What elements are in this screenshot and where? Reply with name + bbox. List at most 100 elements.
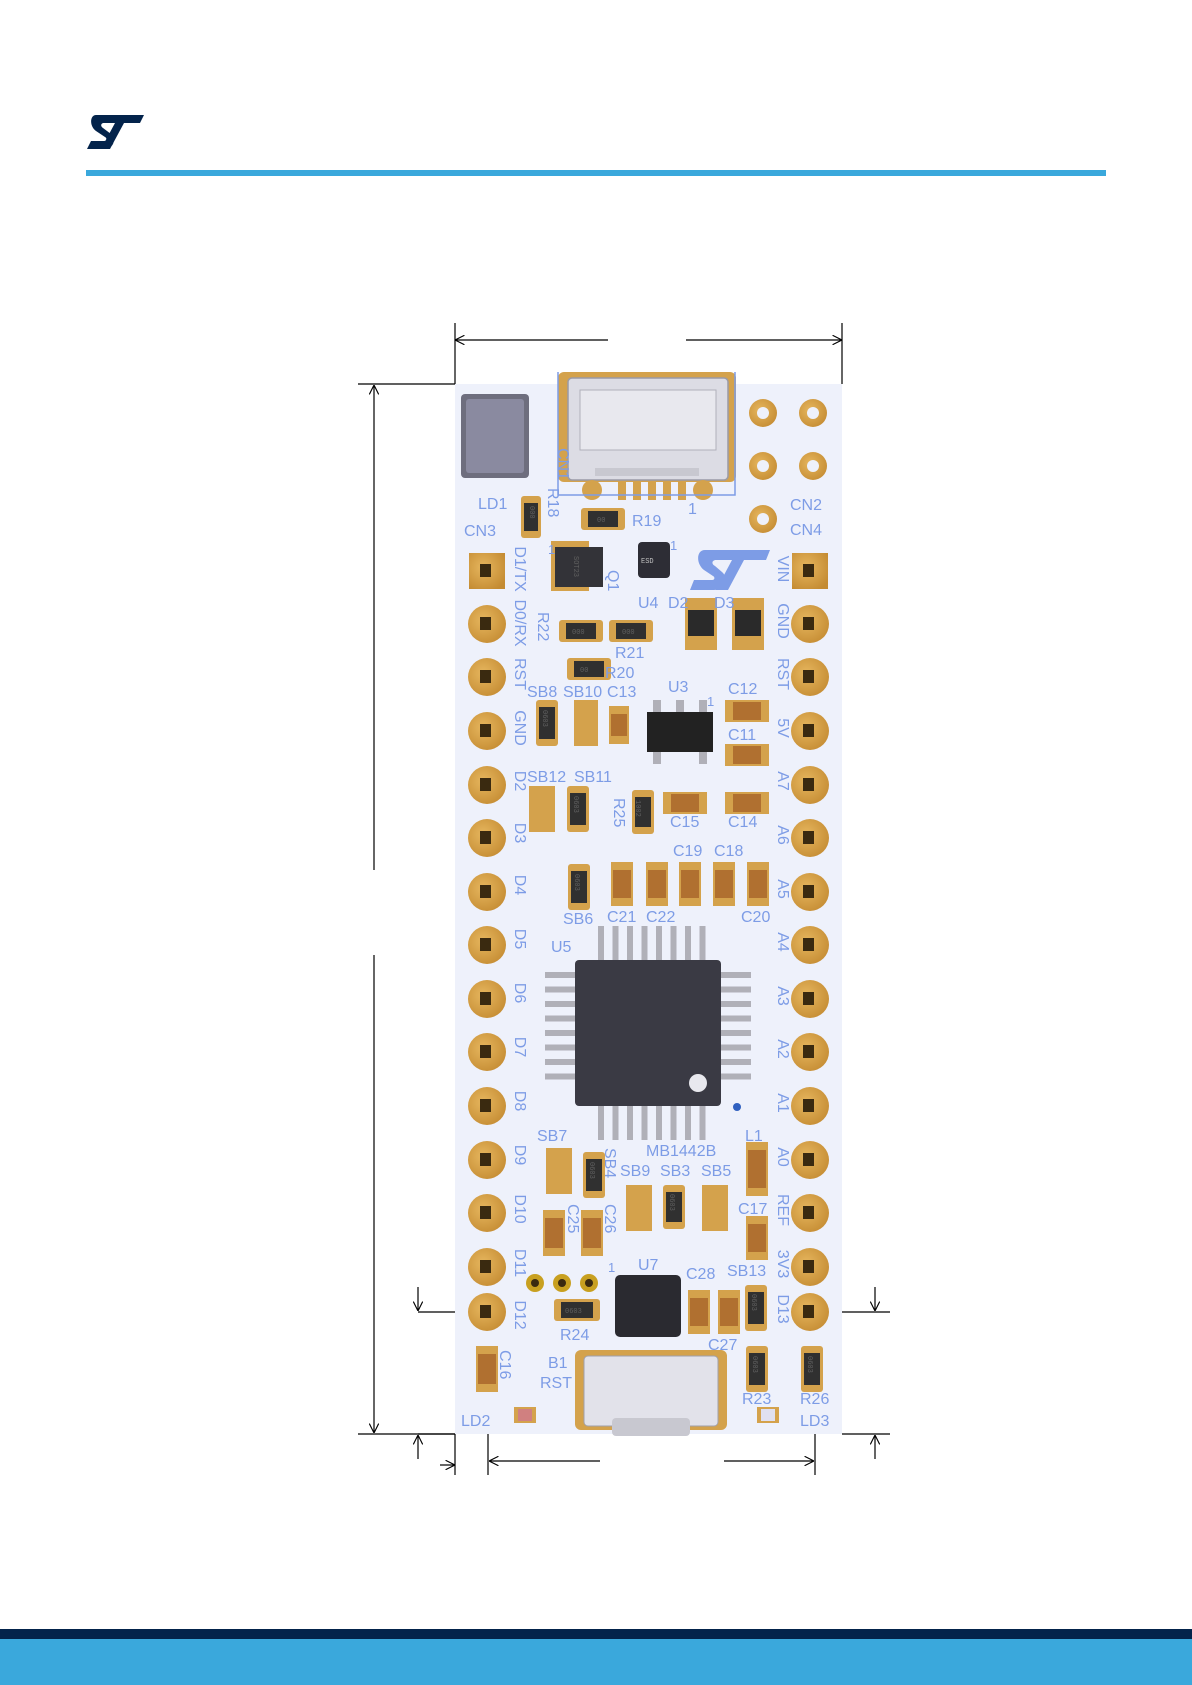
label-LD3: LD3 <box>800 1413 829 1430</box>
right-pin-pad <box>791 1033 829 1071</box>
mcu-lead <box>721 1059 751 1065</box>
mcu-u5 <box>545 926 751 1140</box>
board-name: MB1442B <box>646 1143 716 1160</box>
mark-R18: 000 <box>527 506 535 519</box>
mcu-lead <box>545 1015 575 1022</box>
regulator-u3 <box>653 700 707 764</box>
label-C26: C26 <box>601 1204 618 1233</box>
mcu-lead <box>670 926 677 960</box>
mcu-lead <box>699 926 706 960</box>
label-U7: U7 <box>638 1257 659 1274</box>
label-SB9: SB9 <box>620 1163 650 1180</box>
label-R22: R22 <box>534 612 551 641</box>
left-pin-pad <box>468 766 506 804</box>
mark-SB13: 0603 <box>749 1294 757 1311</box>
mcu-lead <box>545 972 575 978</box>
left-pin-pad <box>468 980 506 1018</box>
label-R18: R18 <box>544 488 561 517</box>
label-U5: U5 <box>551 939 572 956</box>
label-C20: C20 <box>741 909 770 926</box>
label-SB3: SB3 <box>660 1163 690 1180</box>
label-R20: R20 <box>605 665 634 682</box>
mcu-lead <box>598 926 604 960</box>
label-LD2: LD2 <box>461 1413 490 1430</box>
mcu-lead <box>612 1106 619 1140</box>
left-pin-pad <box>468 605 506 643</box>
left-pin-pad <box>468 1194 506 1232</box>
left-pin-label: D4 <box>511 875 528 896</box>
pin1-marker-u4: 1 <box>670 538 677 553</box>
part-markings: 000 00 00 000 000 SOT23 ESD 0603 0603 10… <box>527 506 813 1373</box>
right-pin-pad <box>791 1293 829 1331</box>
left-pin-label: D2 <box>511 771 528 792</box>
left-pin-pad <box>468 1033 506 1071</box>
right-pin-label: A6 <box>774 825 791 845</box>
label-U3: U3 <box>668 679 689 696</box>
mcu-lead <box>721 972 751 978</box>
mcu-lead <box>685 926 691 960</box>
mark-R19: 00 <box>597 517 605 525</box>
mcu-lead <box>641 1106 648 1140</box>
right-pin-label: 3V3 <box>774 1250 791 1279</box>
mark-SB4: 0603 <box>587 1162 595 1179</box>
header-rule <box>86 170 1106 176</box>
cn4-label: CN4 <box>790 522 822 539</box>
dimension-lines <box>358 323 890 1475</box>
label-R25: R25 <box>610 798 627 827</box>
st-logo <box>87 115 144 149</box>
cn1-label: CN1 <box>554 448 571 480</box>
left-pin-pad <box>468 712 506 750</box>
footer-dark-stripe <box>0 1629 1192 1639</box>
right-header-pads <box>791 553 829 1331</box>
mcu-lead <box>721 1073 751 1080</box>
left-pin-pad <box>468 1293 506 1331</box>
mark-SB8: 0603 <box>540 710 548 727</box>
label-C21: C21 <box>607 909 636 926</box>
left-pin-label: D12 <box>511 1300 528 1329</box>
label-C25: C25 <box>564 1204 581 1233</box>
label-R26: R26 <box>800 1391 829 1408</box>
reset-button <box>575 1350 727 1436</box>
label-C22: C22 <box>646 909 675 926</box>
mark-SB11: 0603 <box>571 796 579 813</box>
label-C11: C11 <box>728 727 756 744</box>
pin1-marker-u3: 1 <box>707 694 714 709</box>
left-pin-label: D3 <box>511 823 528 844</box>
label-SB7: SB7 <box>537 1128 567 1145</box>
label-SB8: SB8 <box>527 684 557 701</box>
label-C16: C16 <box>496 1350 513 1379</box>
mcu-lead <box>598 1106 604 1140</box>
right-pin-label: A0 <box>774 1147 791 1167</box>
mcu-lead <box>627 1106 633 1140</box>
right-pin-label: 5V <box>774 718 791 738</box>
mcu-lead <box>721 1015 751 1022</box>
mcu-lead <box>721 986 751 993</box>
right-pin-pad <box>791 1248 829 1286</box>
pin1-marker-u7: 1 <box>608 1260 615 1275</box>
mark-SB6: 0603 <box>572 874 580 891</box>
right-pin-label: A7 <box>774 771 791 791</box>
right-pin-pad <box>791 926 829 964</box>
label-C18: C18 <box>714 843 743 860</box>
label-SB11: SB11 <box>574 769 612 786</box>
mcu-lead <box>685 1106 691 1140</box>
mcu-lead <box>545 1044 575 1051</box>
label-C15: C15 <box>670 814 699 831</box>
label-SB6: SB6 <box>563 911 593 928</box>
left-pin-label: D0/RX <box>511 599 528 646</box>
cn3-label: CN3 <box>464 523 496 540</box>
mark-R20: 00 <box>580 667 588 675</box>
usb-connector <box>557 372 736 500</box>
left-pin-label: D8 <box>511 1091 528 1112</box>
right-pin-pad <box>791 712 829 750</box>
mark-R22: 000 <box>572 629 585 637</box>
top-headers <box>749 399 827 533</box>
left-pin-pad <box>468 926 506 964</box>
right-pin-label: A2 <box>774 1039 791 1059</box>
left-pin-pad <box>469 553 505 589</box>
label-C19: C19 <box>673 843 702 860</box>
left-pin-label: D1/TX <box>511 546 528 592</box>
right-pin-label: VIN <box>774 556 791 583</box>
label-C28: C28 <box>686 1266 715 1283</box>
